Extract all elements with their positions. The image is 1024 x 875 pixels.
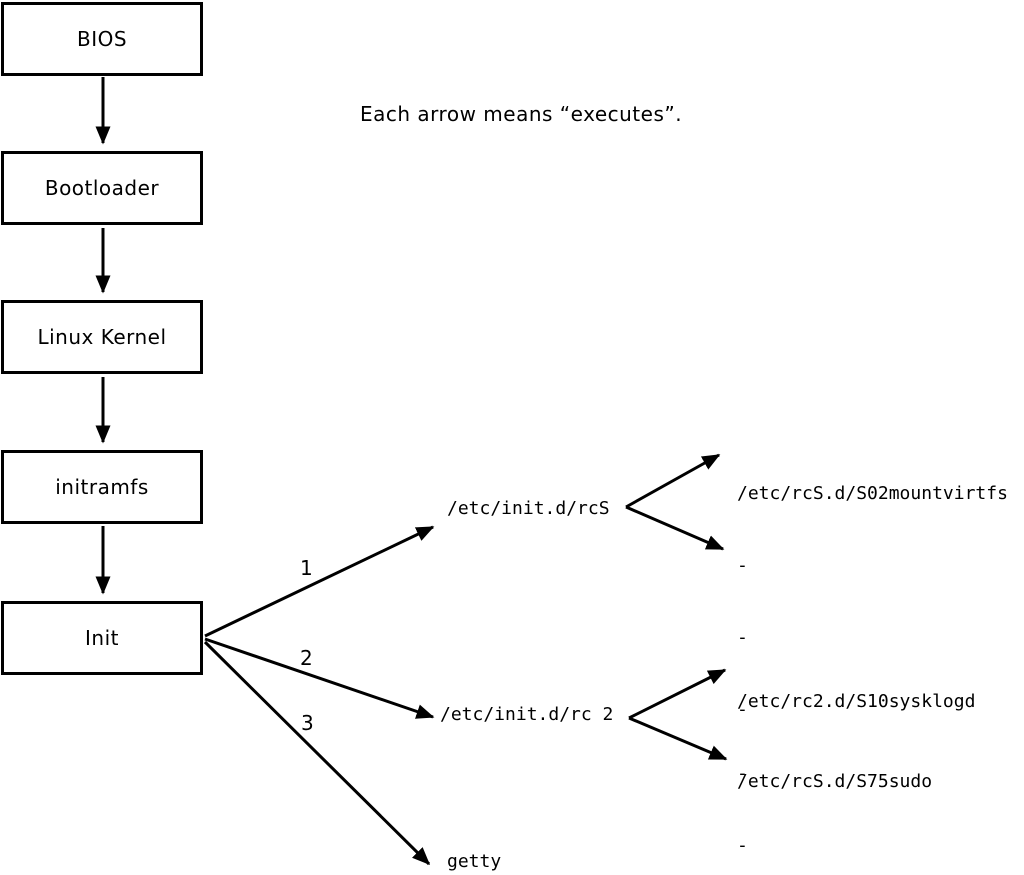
arrow-init-to-getty bbox=[203, 640, 431, 866]
rcs-script-list: /etc/rcS.d/S02mountvirtfs - - - /etc/rcS… bbox=[737, 434, 1008, 842]
branch-1-number: 1 bbox=[300, 556, 313, 580]
arrow-rc2-to-s10sysklogd bbox=[628, 668, 727, 720]
script-line: - bbox=[737, 699, 748, 720]
box-initramfs: initramfs bbox=[1, 450, 203, 524]
box-bios: BIOS bbox=[1, 2, 203, 76]
label-etc-init-d-rc2: /etc/init.d/rc 2 bbox=[440, 704, 614, 725]
arrow-init-to-rcs bbox=[204, 525, 435, 638]
script-line: - bbox=[737, 555, 748, 576]
box-bootloader-label: Bootloader bbox=[44, 176, 160, 200]
script-line: /etc/rcS.d/S02mountvirtfs bbox=[737, 483, 1008, 504]
script-line: /etc/rcS.d/S75sudo bbox=[737, 771, 933, 792]
label-getty: getty bbox=[447, 851, 502, 872]
box-init-label: Init bbox=[85, 626, 119, 650]
box-linux-kernel-label: Linux Kernel bbox=[37, 325, 167, 349]
script-line: /etc/rc2.d/S10sysklogd bbox=[737, 691, 976, 712]
box-initramfs-label: initramfs bbox=[55, 475, 149, 499]
arrow-rcs-to-s02mountvirtfs bbox=[625, 453, 721, 509]
branch-3-number: 3 bbox=[301, 711, 314, 735]
label-etc-init-d-rcs: /etc/init.d/rcS bbox=[447, 498, 610, 519]
script-line: - bbox=[737, 627, 748, 648]
box-linux-kernel: Linux Kernel bbox=[1, 300, 203, 374]
script-line: - bbox=[737, 835, 748, 856]
arrow-init-to-rc2 bbox=[204, 637, 435, 719]
box-init: Init bbox=[1, 601, 203, 675]
box-bios-label: BIOS bbox=[76, 27, 128, 51]
script-line: - bbox=[737, 763, 748, 784]
rc2-script-list: /etc/rc2.d/S10sysklogd - - - /etc/rc2.d/… bbox=[737, 642, 975, 875]
arrow-rcs-to-s75sudo bbox=[625, 505, 725, 551]
arrow-rc2-to-s99gdm bbox=[628, 716, 728, 761]
box-bootloader: Bootloader bbox=[1, 151, 203, 225]
caption: Each arrow means “executes”. bbox=[360, 102, 683, 126]
branch-2-number: 2 bbox=[300, 646, 313, 670]
